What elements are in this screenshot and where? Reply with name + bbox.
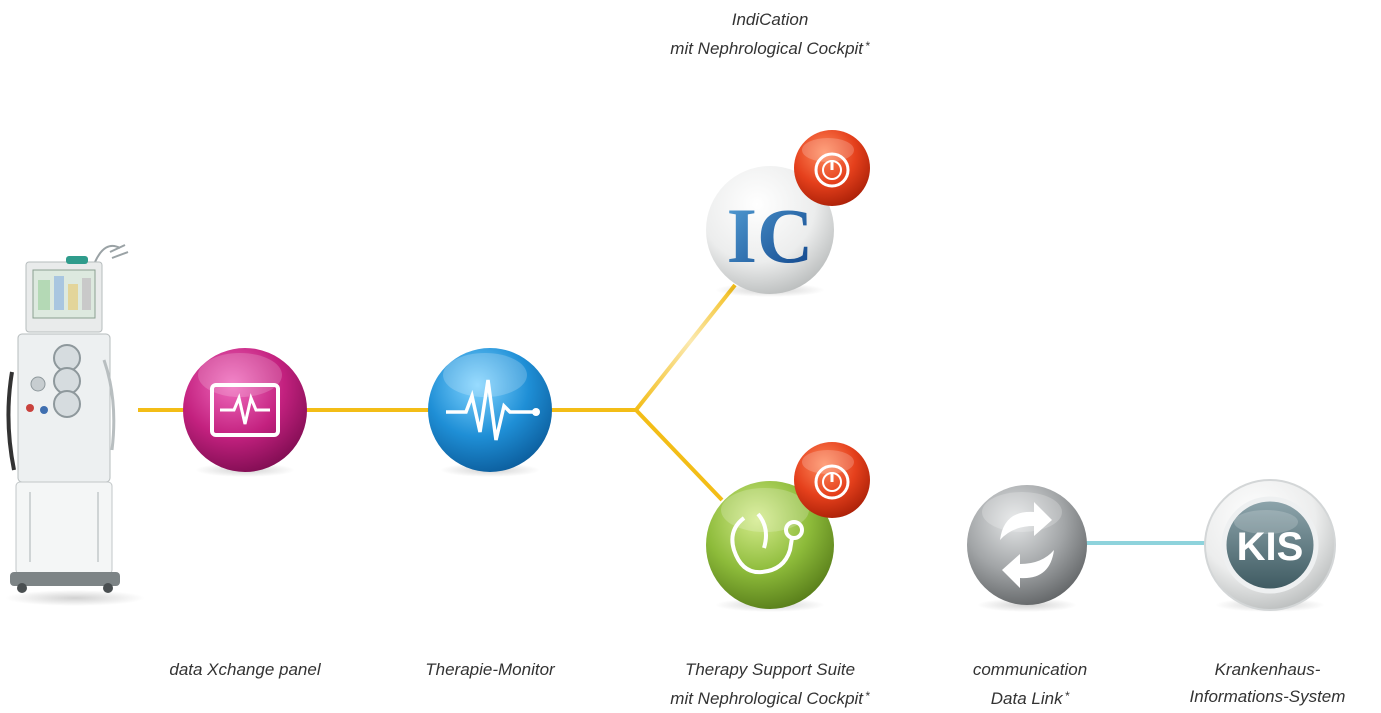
kis-logo: KIS	[1237, 525, 1304, 569]
sync-arrows-icon	[1000, 502, 1054, 588]
monitor-heartbeat-icon	[210, 383, 280, 437]
ic-logo: IC	[727, 192, 814, 279]
label-indication-line1: IndiCation	[731, 10, 809, 29]
gauge-icon	[814, 464, 850, 500]
node-therapy-support-suite[interactable]	[706, 442, 870, 612]
label-indication: IndiCation mit Nephrological Cockpit*	[570, 6, 970, 62]
asterisk: *	[865, 39, 870, 53]
node-data-xchange[interactable]	[183, 348, 307, 477]
connector-branch-therapy	[634, 408, 724, 502]
label-kis-line1: Krankenhaus-	[1214, 660, 1321, 679]
label-indication-line2: mit Nephrological Cockpit	[670, 39, 864, 58]
indication-badge	[794, 130, 870, 206]
connector-branch-indication	[634, 283, 737, 412]
dialysis-machine	[5, 244, 145, 606]
label-therapie-monitor: Therapie-Monitor	[425, 660, 555, 679]
node-therapie-monitor[interactable]	[428, 348, 552, 477]
label-kis-line2: Informations-System	[1189, 687, 1346, 706]
gauge-icon	[814, 152, 850, 188]
node-indication[interactable]: IC	[706, 130, 870, 297]
label-kis: Krankenhaus- Informations-System	[1160, 656, 1375, 710]
asterisk: *	[1064, 689, 1070, 703]
stethoscope-icon	[730, 512, 804, 575]
connectors	[138, 283, 1230, 545]
svg-text:KIS: KIS	[1237, 525, 1304, 569]
label-therapy-line2: mit Nephrological Cockpit	[670, 689, 864, 708]
therapy-badge	[794, 442, 870, 518]
heartbeat-icon	[446, 379, 540, 441]
label-data-xchange: data Xchange panel	[169, 660, 321, 679]
label-communication-line1: communication	[972, 660, 1088, 679]
label-therapy-support-suite: Therapy Support Suite mit Nephrological …	[630, 656, 910, 712]
asterisk: *	[865, 689, 870, 703]
label-communication-data-link: communication Data Link*	[935, 656, 1125, 712]
node-communication-data-link[interactable]	[967, 485, 1087, 612]
svg-text:IC: IC	[727, 192, 814, 279]
node-kis[interactable]: KIS	[1204, 479, 1336, 612]
label-communication-line2: Data Link	[990, 689, 1063, 708]
label-therapy-line1: Therapy Support Suite	[684, 660, 856, 679]
